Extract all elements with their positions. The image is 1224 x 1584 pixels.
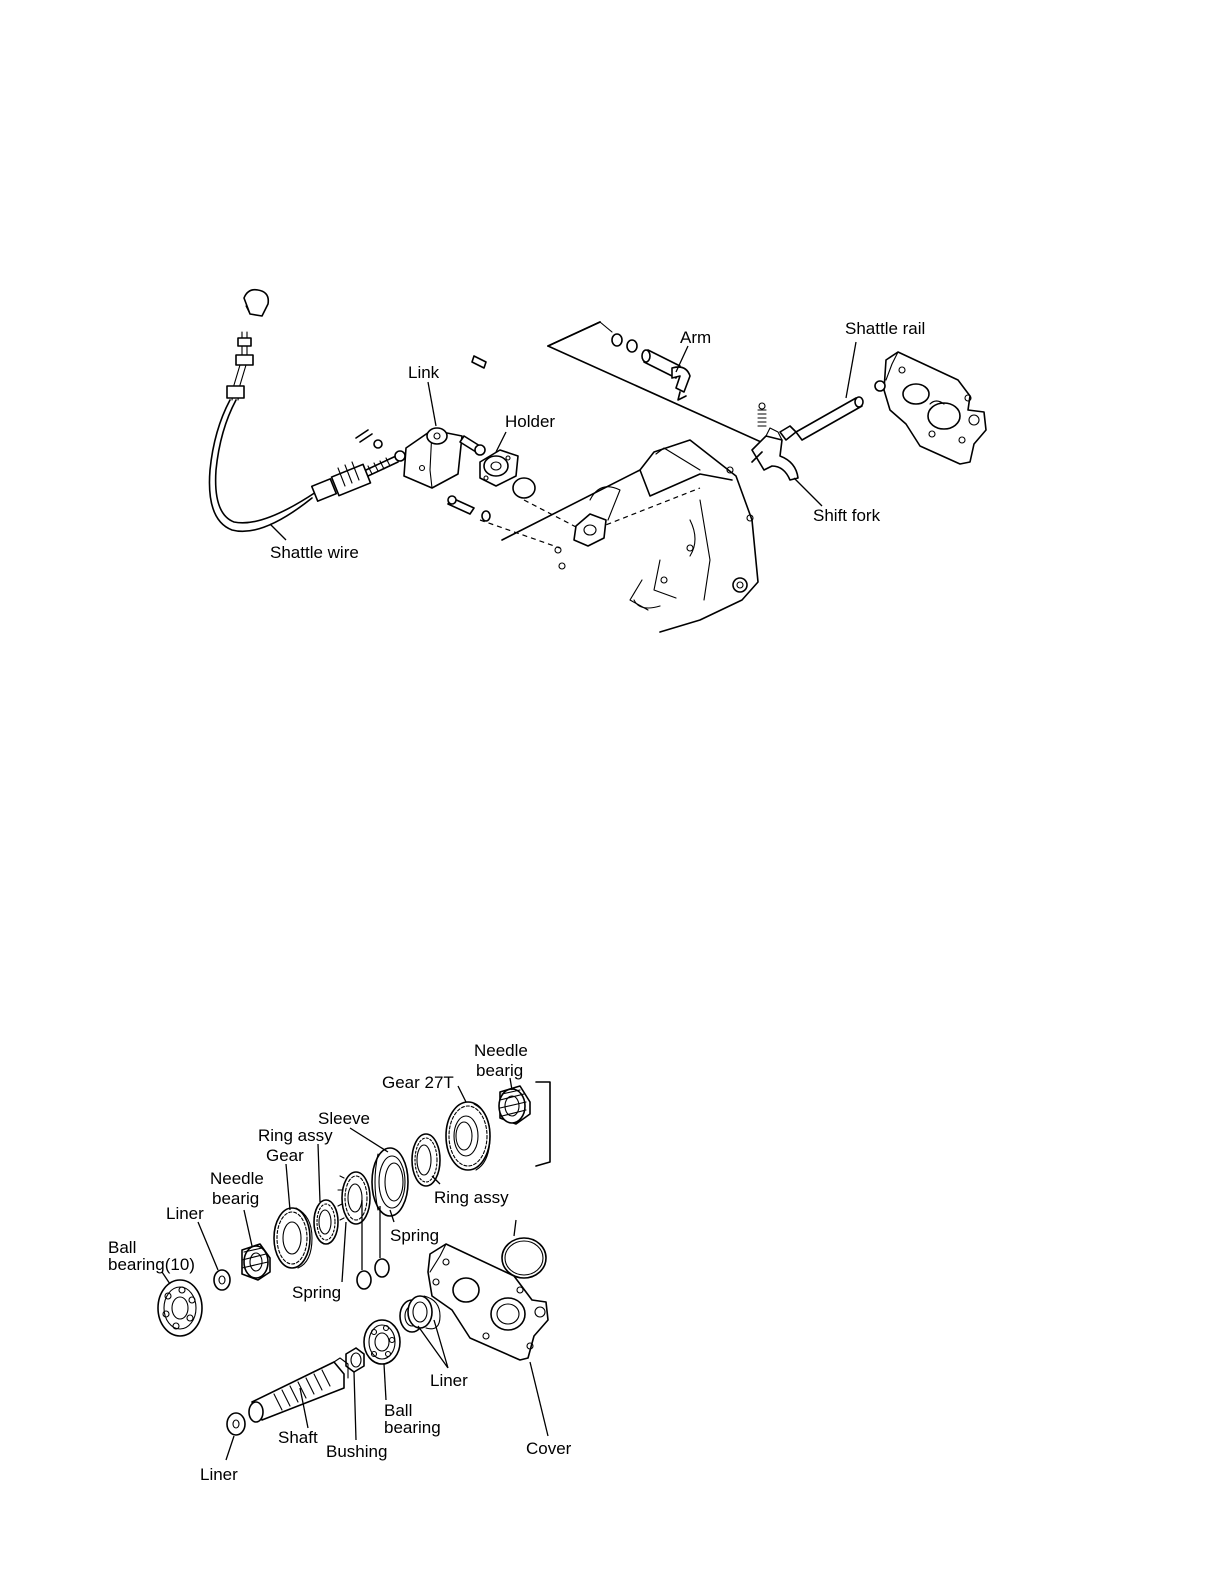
label-cover: Cover [526,1439,572,1458]
label-needle-bearing-top-1: Needle [474,1041,528,1060]
leader-line [794,478,822,506]
small-pin [559,563,565,569]
spring-ring-left [357,1271,371,1289]
leader-line [244,1210,252,1246]
label-needle-bearing-left-2: bearig [212,1189,259,1208]
label-link: Link [408,363,440,382]
label-ball-bearing-10-2: bearing(10) [108,1255,195,1274]
arm-assembly [548,322,690,400]
assembly-bracket [536,1082,550,1166]
leader-line [270,524,286,540]
label-arm: Arm [680,328,711,347]
assembly-line [524,500,578,528]
label-gear-27t: Gear 27T [382,1073,454,1092]
bushing-part [346,1348,364,1372]
leader-line [514,1220,516,1236]
shuttle-wire-cable [209,332,316,531]
leader-line [226,1436,234,1460]
cover-plate [875,352,986,464]
label-shattle-wire: Shattle wire [270,543,359,562]
holder-o-ring [513,478,535,498]
label-gear: Gear [266,1146,304,1165]
shaft-part [249,1358,348,1422]
cover-part [428,1244,548,1360]
holder-bolt [448,496,490,521]
leader-line [342,1222,346,1282]
leader-line [198,1222,218,1270]
wire-thread-end [312,451,405,501]
leader-line [846,342,856,398]
label-spring-left: Spring [292,1283,341,1302]
needle-bearing-left [242,1244,270,1280]
ball-bearing-part [364,1320,400,1364]
label-needle-bearing-left-1: Needle [210,1169,264,1188]
label-liner-middle: Liner [430,1371,468,1390]
leader-line [286,1164,290,1210]
ring-assy-right-part [412,1134,440,1186]
cover-o-ring [502,1238,546,1278]
label-ball-bearing-2: bearing [384,1418,441,1437]
shift-fork-part [752,426,798,480]
leader-line [530,1362,548,1436]
wire-end-knob [244,290,268,316]
gear-27t-part [446,1102,490,1170]
label-bushing: Bushing [326,1442,387,1461]
spring-ring-right [375,1259,389,1277]
needle-bearing-top [499,1086,530,1124]
assembly-line [480,520,560,548]
transmission-case [502,322,770,632]
liner-lower-washer [227,1413,245,1435]
link-block [404,428,462,488]
shattle-rail-part [796,397,863,440]
ring-assy-left-part [314,1200,338,1244]
leader-line [384,1364,386,1400]
detent-spring [758,403,766,426]
liner-upper-washer [214,1270,230,1290]
sleeve-part [372,1148,408,1216]
shuttle-linkage-diagram: Arm Shattle rail Link Holder Shift fork … [209,290,986,632]
leader-line [318,1144,320,1202]
hub-gear-part [338,1172,370,1224]
leader-line [458,1086,466,1102]
liner-pair-middle [400,1296,440,1332]
leader-line [496,432,506,452]
ball-bearing-10-part [158,1280,202,1336]
label-ring-assy-right: Ring assy [434,1188,509,1207]
holder-part [480,450,518,486]
label-spring-right: Spring [390,1226,439,1245]
leader-line [354,1372,356,1440]
label-shaft: Shaft [278,1428,318,1447]
link-bolt [460,436,485,455]
label-liner-upper: Liner [166,1204,204,1223]
gear-part [274,1208,312,1268]
label-needle-bearing-top-2: bearig [476,1061,523,1080]
label-liner-lower: Liner [200,1465,238,1484]
leader-line [428,382,436,426]
label-ring-assy-left: Ring assy [258,1126,333,1145]
label-holder: Holder [505,412,555,431]
label-shattle-rail: Shattle rail [845,319,925,338]
leader-line [350,1128,388,1152]
label-shift-fork: Shift fork [813,506,881,525]
gear-shaft-diagram: Needle bearig Gear 27T Sleeve Ring assy … [108,1041,572,1484]
cover-o-ring-inner [505,1241,543,1275]
